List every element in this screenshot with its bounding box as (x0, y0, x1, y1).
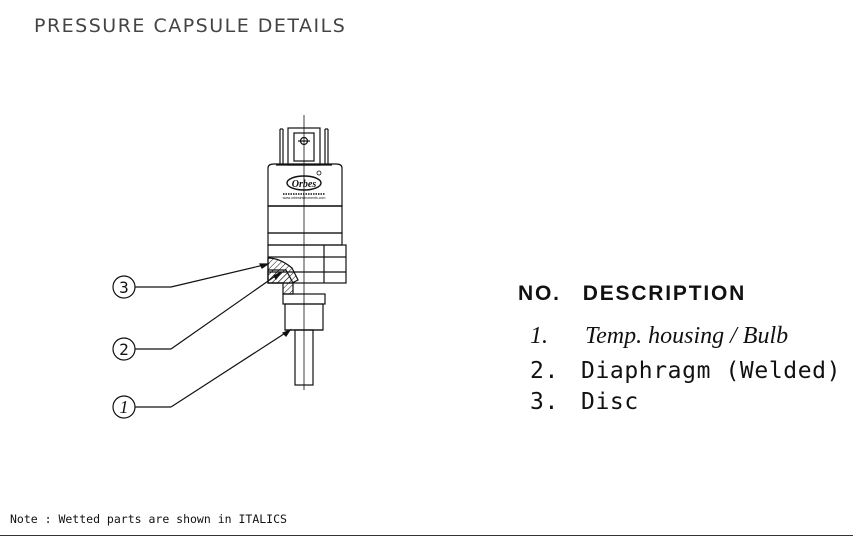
legend-header-no: NO. (518, 282, 561, 305)
legend-header-description: DESCRIPTION (582, 282, 747, 305)
leader-3 (170, 263, 269, 288)
legend-item-no: 2. (530, 358, 559, 384)
legend-header: NO. DESCRIPTION (518, 282, 746, 306)
sectioned-disc (267, 257, 299, 295)
bottom-divider (0, 535, 853, 536)
electrical-connector (276, 127, 332, 166)
legend-item-no: 1. (530, 323, 548, 349)
page-title: PRESSURE CAPSULE DETAILS (34, 15, 347, 37)
brand-logo (283, 170, 325, 195)
callout-label-1: 1 (120, 397, 129, 417)
legend-item-1: 1. Temp. housing / Bulb (530, 323, 788, 350)
logo-url-text: www.orbesinstruments.com (283, 196, 326, 200)
wetted-parts-note: Note : Wetted parts are shown in ITALICS (10, 512, 287, 526)
legend-item-description: Temp. housing / Bulb (585, 323, 789, 349)
legend-item-description: Diaphragm (Welded) (581, 358, 842, 384)
legend-item-no: 3. (530, 389, 559, 415)
legend-item-2: 2. Diaphragm (Welded) (530, 358, 841, 384)
callout-label-3: 3 (119, 278, 129, 297)
callout-label-2: 2 (119, 340, 129, 359)
legend-item-description: Disc (581, 389, 639, 415)
temperature-bulb (294, 329, 314, 386)
legend-item-3: 3. Disc (530, 389, 639, 415)
logo-text: Orbes (292, 179, 317, 190)
leader-2 (170, 271, 282, 350)
leader-1 (170, 329, 291, 408)
